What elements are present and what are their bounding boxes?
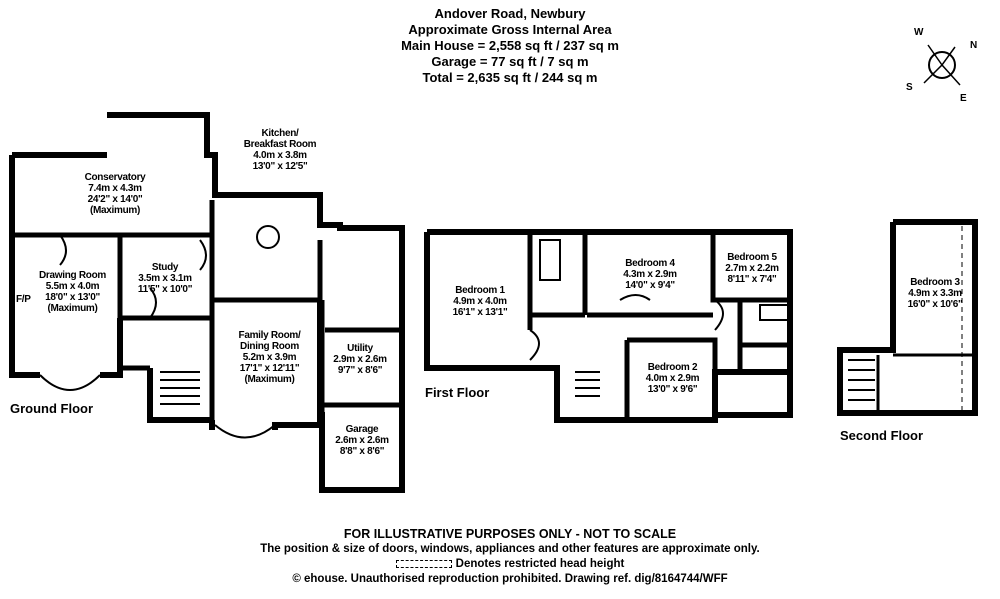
main-house-area: Main House = 2,558 sq ft / 237 sq m xyxy=(401,38,619,53)
ground-floor-outline xyxy=(9,112,405,493)
approximation-note: The position & size of doors, windows, a… xyxy=(260,543,760,555)
second-floor-label: Second Floor xyxy=(840,428,924,443)
second-floor-outline xyxy=(837,219,978,416)
plan-header: Andover Road, Newbury Approximate Gross … xyxy=(330,6,690,86)
disclaimer: FOR ILLUSTRATIVE PURPOSES ONLY - NOT TO … xyxy=(343,527,677,541)
first-floor-label: First Floor xyxy=(425,385,490,400)
garage-area: Garage = 77 sq ft / 7 sq m xyxy=(431,54,589,69)
area-subtitle: Approximate Gross Internal Area xyxy=(408,22,612,37)
total-area: Total = 2,635 sq ft / 244 sq m xyxy=(422,70,598,85)
address-title: Andover Road, Newbury xyxy=(434,6,586,21)
compass-s: S xyxy=(906,82,913,93)
compass-w: W xyxy=(914,27,924,38)
plan-footer: FOR ILLUSTRATIVE PURPOSES ONLY - NOT TO … xyxy=(180,527,840,587)
head-height-legend: Denotes restricted head height xyxy=(180,557,840,572)
dashed-line-legend-icon xyxy=(395,559,452,568)
first-floor-inner-walls xyxy=(527,232,790,420)
ground-floor-label: Ground Floor xyxy=(10,401,94,416)
compass-rose-icon xyxy=(923,44,961,86)
ground-floor-inner-walls xyxy=(12,200,402,490)
compass-n: N xyxy=(970,40,977,51)
fireplace-label: F/P xyxy=(16,294,31,305)
copyright: © ehouse. Unauthorised reproduction proh… xyxy=(292,573,728,585)
compass-e: E xyxy=(960,93,967,104)
